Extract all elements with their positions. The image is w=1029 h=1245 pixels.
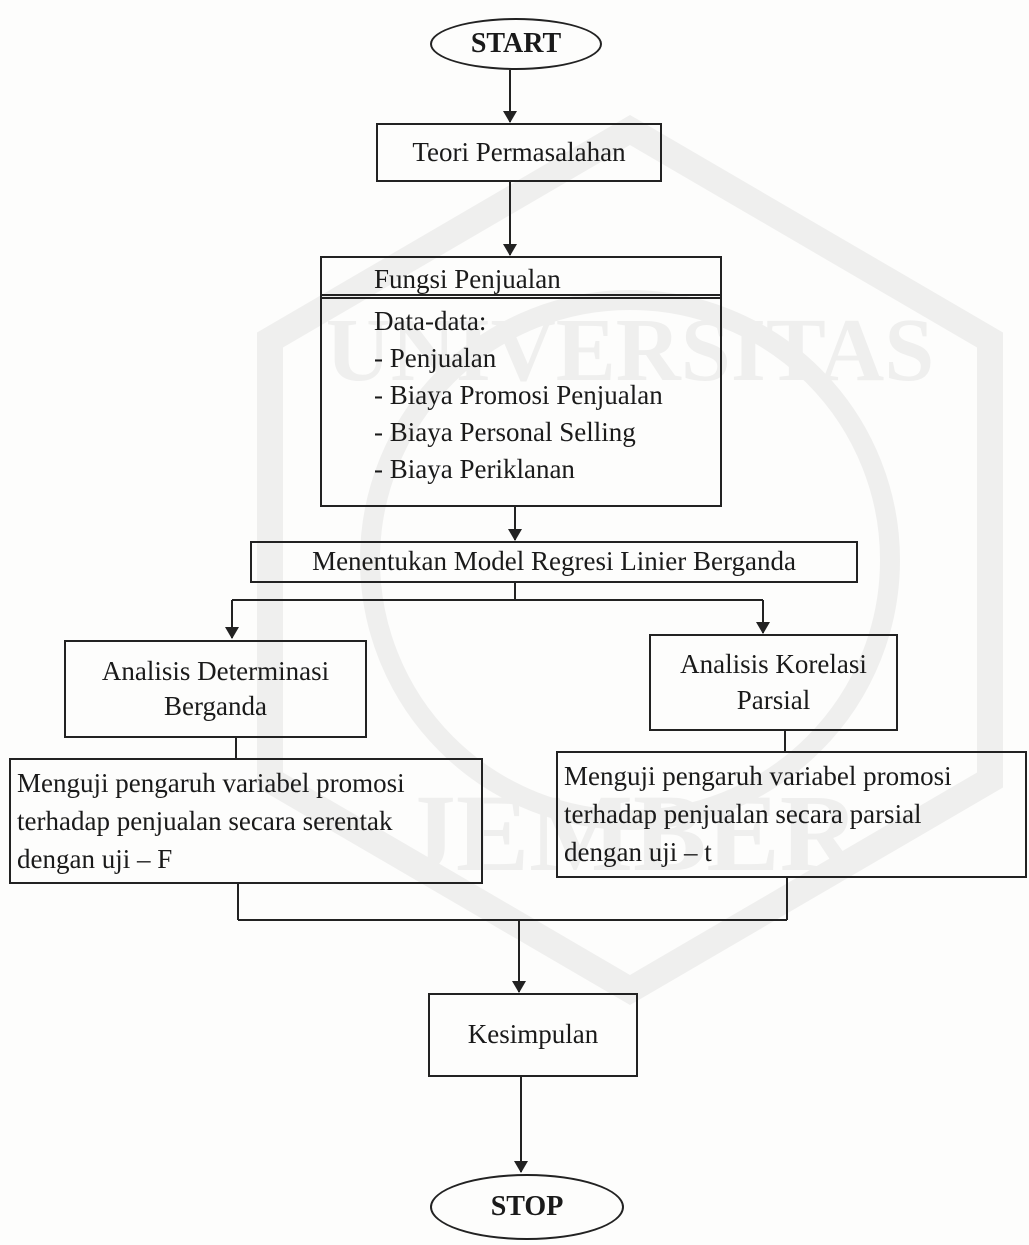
analisis-korelasi-box: Analisis Korelasi Parsial (649, 634, 898, 731)
fungsi-penjualan-box: Fungsi Penjualan Data-data: - Penjualan … (320, 256, 722, 507)
uji-t-box: Menguji pengaruh variabel promosi terhad… (556, 751, 1027, 878)
kesimpulan-box: Kesimpulan (428, 993, 638, 1077)
kesimpulan-label: Kesimpulan (467, 1019, 599, 1050)
analisis-determinasi-line2: Berganda (164, 691, 267, 721)
fungsi-data-item: - Penjualan (374, 343, 497, 373)
fungsi-penjualan-title: Fungsi Penjualan (322, 258, 720, 299)
analisis-korelasi-line1: Analisis Korelasi (680, 649, 867, 680)
start-terminal: START (430, 18, 602, 70)
start-label: START (470, 28, 562, 59)
uji-f-line3: dengan uji – F (17, 844, 173, 874)
stop-label: STOP (490, 1191, 564, 1222)
stop-terminal: STOP (430, 1174, 624, 1240)
svg-text:UNIVERSITAS: UNIVERSITAS (326, 301, 935, 400)
uji-f-line1: Menguji pengaruh variabel promosi (17, 768, 405, 798)
fungsi-data-item: - Biaya Promosi Penjualan (374, 380, 663, 410)
analisis-korelasi-line2: Parsial (736, 684, 811, 715)
analisis-determinasi-box: Analisis Determinasi Berganda (64, 640, 367, 738)
model-regresi-box: Menentukan Model Regresi Linier Berganda (250, 541, 858, 583)
fungsi-data-list: Data-data: - Penjualan - Biaya Promosi P… (322, 299, 720, 488)
uji-t-line3: dengan uji – t (564, 837, 712, 867)
analisis-determinasi-line1: Analisis Determinasi (101, 655, 330, 686)
uji-t-line2: terhadap penjualan secara parsial (564, 799, 922, 829)
uji-f-box: Menguji pengaruh variabel promosi terhad… (9, 758, 483, 884)
teori-permasalahan-label: Teori Permasalahan (412, 136, 626, 167)
fungsi-data-heading: Data-data: (374, 306, 487, 336)
teori-permasalahan-box: Teori Permasalahan (376, 123, 662, 182)
uji-t-line1: Menguji pengaruh variabel promosi (564, 761, 952, 791)
fungsi-data-item: - Biaya Personal Selling (374, 417, 636, 447)
university-seal-watermark: UNIVERSITAS JEMBER (257, 114, 1003, 1006)
fungsi-data-item: - Biaya Periklanan (374, 454, 575, 484)
model-regresi-label: Menentukan Model Regresi Linier Berganda (312, 546, 796, 577)
uji-f-line2: terhadap penjualan secara serentak (17, 806, 393, 836)
svg-text:JEMBER: JEMBER (401, 772, 861, 894)
